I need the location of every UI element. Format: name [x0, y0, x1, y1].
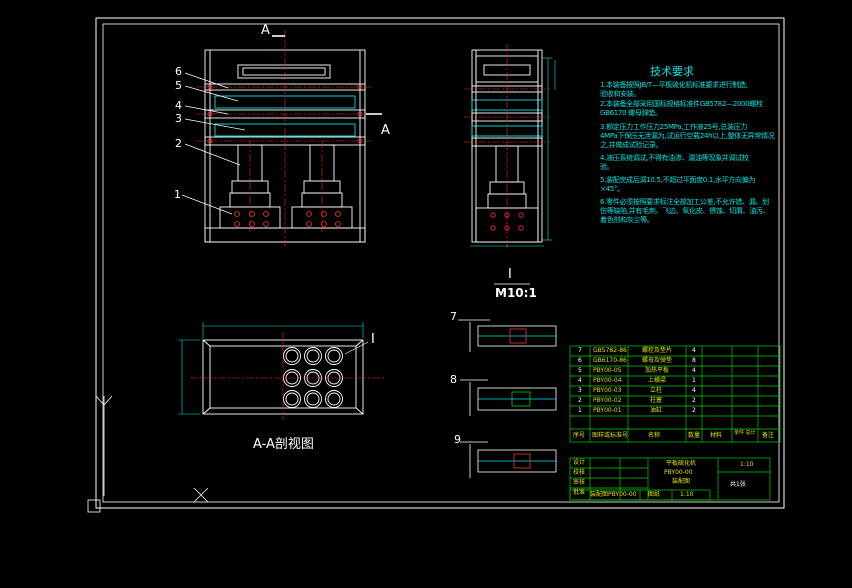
table-header: 名称 [648, 432, 661, 439]
drawing-number: PBY00-00 [664, 469, 693, 476]
table-cell: 4 [692, 367, 696, 374]
tech-line: 之,并做成试验记录。 [600, 141, 663, 149]
tech-line: 伤等缺陷,并有毛刺、飞边、氧化皮、锈蚀、切屑、油污、 [600, 207, 770, 215]
detail-view-8 [460, 379, 557, 416]
footer-right: 1:10 [680, 491, 694, 498]
tech-line: 验。 [600, 163, 614, 171]
detail-marker: I [371, 332, 375, 347]
table-cell: 上横梁 [648, 377, 667, 384]
title-role: 校核 [573, 469, 586, 476]
table-cell: 2 [578, 397, 582, 404]
table-cell: 2 [692, 397, 696, 404]
table-cell: 7 [578, 347, 582, 354]
detail-view-7 [458, 319, 557, 352]
table-cell: 4 [692, 387, 696, 394]
tech-line: 验收和安装。 [600, 90, 641, 98]
detail-part-7: 7 [450, 310, 457, 323]
detail-scale: M10:1 [495, 286, 537, 300]
section-marker-a-top: A [261, 23, 270, 38]
footer-left: 装配图PBY00-00 [590, 491, 637, 498]
part-number-6: 6 [175, 65, 182, 78]
table-cell: 1 [578, 407, 582, 414]
table-cell: PBY00-03 [593, 387, 622, 394]
ucs-icon [95, 395, 209, 503]
detail-part-9: 9 [454, 433, 461, 446]
tech-requirements-title: 技术要求 [650, 65, 694, 78]
tech-line: 4MPa下保压无泄漏为,试运行空载24h以上,整体无异常情况 [600, 132, 775, 140]
tech-line: 4.液压系统调试,不得有油渗、漏油等现象并调试校 [600, 154, 749, 162]
tech-line: GB6170 螺母弹垫。 [600, 109, 662, 117]
part-number-2: 2 [175, 137, 182, 150]
table-cell: 8 [692, 357, 696, 364]
front-view-bolts [207, 84, 363, 227]
table-header: 单件 总计 [734, 430, 756, 436]
side-view-dimensions [470, 57, 556, 247]
tech-line: 6.零件必须按照要求标注全部加工公差,不允许错、漏、划 [600, 198, 769, 206]
section-marker-a-right: A [381, 123, 390, 138]
side-view-bolts [490, 212, 524, 231]
tech-line: 3.额定压力工作压力25MPa,工作液25号,总装压力 [600, 123, 748, 131]
detail-part-8: 8 [450, 373, 457, 386]
part-number-3: 3 [175, 112, 182, 125]
tech-line: 5.装配完成后调10.5,不超过平面度0.1,水平方向偏为 [600, 176, 756, 184]
detail-title: I [508, 267, 512, 282]
table-header: 序号 [573, 432, 586, 439]
scale-value: 1:10 [740, 461, 754, 468]
table-cell: 4 [692, 347, 696, 354]
table-cell: PBY00-01 [593, 407, 622, 414]
product-name: 平板硫化机 [666, 460, 697, 467]
table-header: 备注 [762, 432, 775, 439]
title-role: 审核 [573, 479, 586, 486]
part-number-4: 4 [175, 99, 182, 112]
table-cell: GB5782-86 [593, 347, 627, 354]
table-header: 图样或标准号 [592, 432, 629, 439]
tech-line: ×45°。 [600, 185, 624, 193]
section-cut-line [272, 35, 382, 115]
table-cell: 加热平板 [645, 367, 670, 374]
detail-view-9 [460, 441, 557, 478]
title-role: 批准 [573, 489, 586, 496]
table-cell: 立柱 [650, 387, 663, 394]
table-cell: 螺栓及垫片 [642, 347, 673, 354]
table-cell: 1 [692, 377, 696, 384]
part-number-1: 1 [174, 188, 181, 201]
tech-line: 1.本装备按照JB/T—平板硫化机标准要求进行制造, [600, 81, 748, 89]
front-view-centerlines [196, 30, 374, 246]
leader-lines [181, 72, 246, 215]
detail-leader [344, 341, 369, 355]
table-cell: 4 [578, 377, 582, 384]
table-cell: PBY00-02 [593, 397, 622, 404]
table-cell: 5 [578, 367, 582, 374]
tech-line: 2.本装备全部采用国标规格标准件GB5782—2000螺栓 [600, 100, 763, 108]
table-cell: 螺母及弹垫 [642, 357, 673, 364]
table-cell: GB6170-86 [593, 357, 627, 364]
table-cell: 3 [578, 387, 582, 394]
section-view-holes [283, 347, 343, 408]
table-cell: PBY00-04 [593, 377, 622, 384]
section-view-dimensions [178, 322, 364, 415]
footer-mid: 图纸 [648, 491, 661, 498]
title-role: 设计 [573, 459, 586, 466]
tech-line: 着色剂和灰尘等。 [600, 216, 654, 224]
sheet-count: 共1张 [730, 481, 746, 488]
table-cell: 6 [578, 357, 582, 364]
section-view-title: A-A剖视图 [253, 437, 314, 452]
table-header: 材料 [710, 432, 723, 439]
assembly-label: 装配图 [672, 478, 691, 485]
parts-table-grid [569, 345, 781, 501]
side-view-centerlines [464, 44, 550, 248]
table-cell: PBY00-05 [593, 367, 622, 374]
table-cell: 2 [692, 407, 696, 414]
section-view-centerlines [190, 332, 385, 420]
drawing-frame [87, 17, 785, 513]
part-number-5: 5 [175, 79, 182, 92]
table-cell: 柱塞 [650, 397, 663, 404]
table-cell: 油缸 [650, 407, 663, 414]
table-header: 数量 [688, 432, 701, 439]
